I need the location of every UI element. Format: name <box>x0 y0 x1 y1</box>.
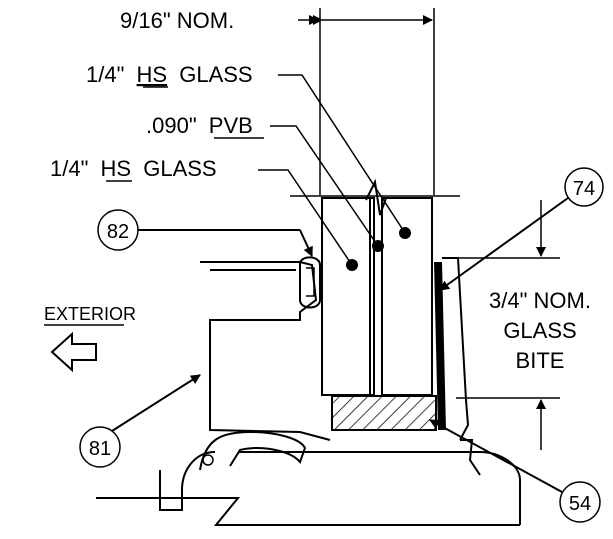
frame-screw-hole <box>202 454 214 466</box>
callout-81-leader <box>111 374 201 432</box>
exterior-indicator: EXTERIOR <box>44 304 136 373</box>
bite-label-line2: GLASS <box>503 318 576 343</box>
leader-pvb <box>270 125 379 247</box>
bottom-break-line <box>96 497 520 526</box>
frame-outer-profile <box>200 261 331 441</box>
glazing-clip-inner <box>306 267 315 297</box>
callout-81-circle <box>79 426 121 468</box>
callout-82-text: 82 <box>107 221 129 243</box>
exterior-frame <box>96 256 521 526</box>
callout-54-text: 54 <box>569 493 591 515</box>
pvb-thickness: .090" <box>146 113 197 138</box>
callout-54: 54 <box>429 419 601 523</box>
callout-82: 82 <box>97 209 313 257</box>
bite-label-line1: 3/4" NOM. <box>489 288 591 313</box>
svg-text:.090" PVB: .090" PVB <box>146 113 253 138</box>
frame-bottom-left <box>159 451 216 511</box>
glass1-type: HS <box>137 62 168 87</box>
interior-stop <box>442 257 470 441</box>
exterior-label: EXTERIOR <box>44 304 136 324</box>
wedge-gasket <box>434 262 446 430</box>
leader-glass-outer <box>278 74 406 234</box>
dimension-glass-bite: 3/4" NOM. GLASS BITE <box>456 200 591 450</box>
dimension-nominal-width: 9/16" NOM. <box>120 8 435 195</box>
callout-82-leader-arrow <box>299 229 313 257</box>
callout-74-leader <box>439 197 569 291</box>
callout-81: 81 <box>79 374 201 468</box>
glazing-clip <box>299 256 321 309</box>
glass2-thickness: 1/4" <box>50 156 88 181</box>
pvb-type: PVB <box>209 113 253 138</box>
label-pvb: .090" PVB <box>146 113 379 247</box>
svg-text:1/4" HS GLASS: 1/4" HS GLASS <box>86 62 253 87</box>
glass2-type: HS <box>101 156 132 181</box>
glass1-material: GLASS <box>179 62 252 87</box>
leader-glass-inner <box>258 169 353 266</box>
label-glass-outer-top: 1/4" HS GLASS <box>86 62 406 234</box>
bite-label-line3: BITE <box>516 348 565 373</box>
svg-text:1/4" HS GLASS: 1/4" HS GLASS <box>50 156 217 181</box>
frame-lower-curve <box>199 430 307 471</box>
callout-54-leader <box>429 419 563 493</box>
sill-profile <box>238 451 521 525</box>
nominal-width-label: 9/16" NOM. <box>120 8 234 33</box>
setting-block <box>331 395 437 431</box>
glass2-material: GLASS <box>143 156 216 181</box>
exterior-arrow-icon <box>50 331 97 373</box>
callout-81-text: 81 <box>89 438 111 460</box>
callout-74: 74 <box>439 167 604 291</box>
callout-74-circle <box>564 167 604 207</box>
label-glass-inner: 1/4" HS GLASS <box>50 156 353 266</box>
callout-54-circle <box>559 481 601 523</box>
glass-lite-outer <box>321 197 371 396</box>
callout-74-text: 74 <box>573 178 595 200</box>
glass-break-line <box>365 178 387 216</box>
glass1-thickness: 1/4" <box>86 62 124 87</box>
